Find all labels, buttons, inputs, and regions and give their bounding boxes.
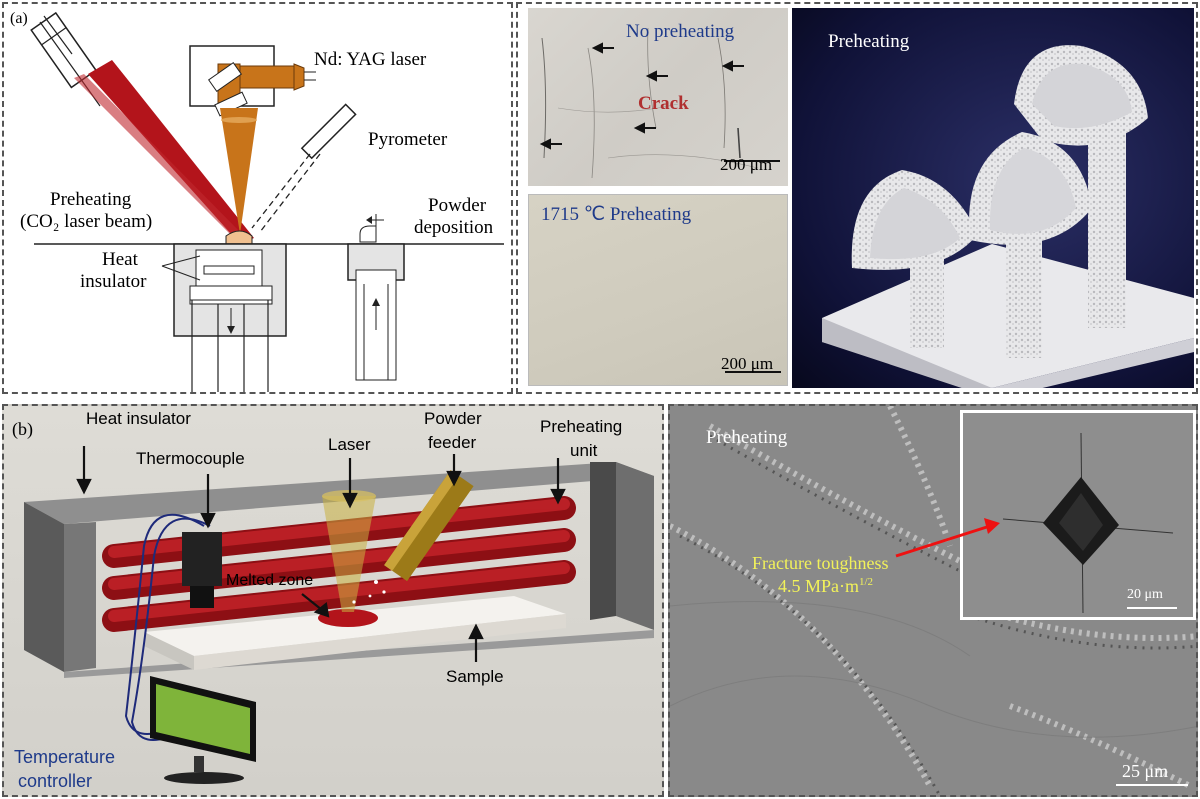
preheating-unit-label-1: Preheating bbox=[540, 417, 623, 436]
scale-label-top: 200 μm bbox=[720, 155, 773, 174]
fracture-toughness-label: Fracture toughness bbox=[752, 553, 889, 573]
thermocouple-label: Thermocouple bbox=[136, 449, 245, 468]
nd-yag-laser-label: Nd: YAG laser bbox=[314, 49, 427, 70]
panel-b-label: (b) bbox=[12, 419, 33, 439]
no-preheating-title: No preheating bbox=[626, 21, 735, 42]
temperature-controller-label-1: Temperature bbox=[14, 747, 116, 767]
heat-insulator-label-2: insulator bbox=[80, 271, 147, 292]
preheating-part-photo: Preheating bbox=[792, 8, 1194, 388]
fracture-toughness-exponent: 1/2 bbox=[859, 576, 874, 588]
powder-deposition-label-2: deposition bbox=[414, 217, 494, 238]
sem-scale-label: 25 μm bbox=[1122, 761, 1169, 781]
powder-deposition-label-1: Powder bbox=[428, 195, 487, 216]
panel-a-schematic: (a) Nd: YAG laser Pyrometer Preheating (… bbox=[2, 2, 513, 394]
inset-scale-bar bbox=[1127, 607, 1177, 609]
melted-zone-label: Melted zone bbox=[226, 572, 314, 589]
heat-insulator-label: Heat insulator bbox=[86, 409, 191, 428]
co2-preheating-label-1: Preheating bbox=[50, 189, 132, 210]
sem-preheating-title: Preheating bbox=[706, 427, 788, 448]
fracture-toughness-value: 4.5 MPa·m1/2 bbox=[778, 576, 873, 597]
ceramic-part-illustration bbox=[822, 45, 1194, 388]
micrograph-1715-preheating: 1715 ℃ Preheating 200 μm bbox=[528, 194, 788, 386]
heat-insulator-label-1: Heat bbox=[102, 249, 138, 270]
laser-label: Laser bbox=[328, 435, 371, 454]
fracture-toughness-number: 4.5 MPa·m bbox=[778, 576, 859, 596]
preheating-unit-label-2: unit bbox=[570, 441, 598, 460]
sample-label: Sample bbox=[446, 667, 504, 686]
micrograph-no-preheating: No preheating Crack 200 μm bbox=[528, 8, 788, 186]
scale-label-bottom: 200 μm bbox=[721, 354, 774, 373]
powder-feeder-label-2: feeder bbox=[428, 433, 477, 452]
indentation-inset: 20 μm bbox=[960, 410, 1196, 620]
panel-b-schematic: (b) Heat insulator Thermocouple Laser Po… bbox=[2, 404, 664, 797]
panel-b-sem: 20 μm Preheating Fracture toughness 4.5 … bbox=[668, 404, 1198, 797]
preheating-setup-illustration bbox=[24, 446, 654, 784]
inset-scale-label: 20 μm bbox=[1127, 587, 1163, 602]
scale-bar-bottom bbox=[725, 371, 781, 373]
crack-lines bbox=[539, 27, 759, 179]
vickers-indent bbox=[1002, 432, 1174, 614]
laser-deposition-schematic bbox=[30, 11, 504, 392]
crack-label: Crack bbox=[638, 93, 689, 114]
preheating-photo-title: Preheating bbox=[828, 31, 910, 52]
temperature-controller-label-2: controller bbox=[18, 771, 93, 791]
powder-feeder-label-1: Powder bbox=[424, 409, 482, 428]
panel-a-label: (a) bbox=[10, 10, 28, 27]
pyrometer-label: Pyrometer bbox=[368, 129, 448, 150]
scale-bar-top bbox=[724, 160, 780, 162]
preheating-1715-title: 1715 ℃ Preheating bbox=[541, 204, 692, 225]
sem-scale-bar bbox=[1116, 784, 1188, 786]
co2-preheating-label-2: (CO₂ laser beam) bbox=[20, 211, 153, 232]
